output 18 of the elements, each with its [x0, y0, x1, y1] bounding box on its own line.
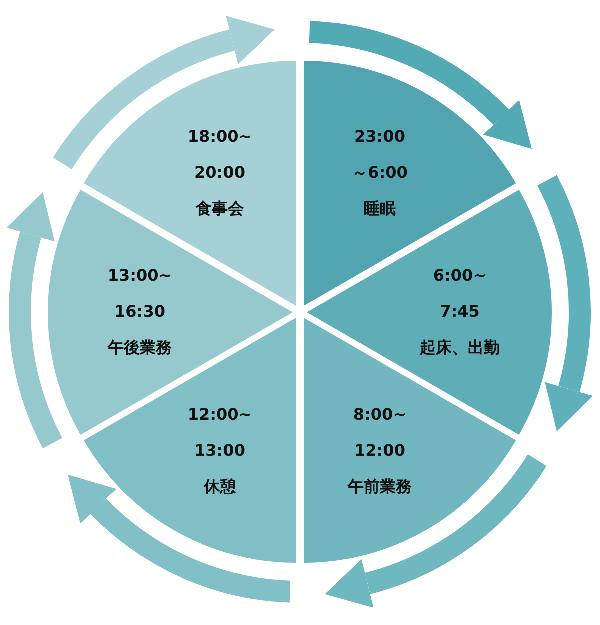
pie-segment	[48, 190, 293, 434]
pie-segment	[307, 190, 552, 434]
time-range-label: 13:00~ 16:30	[108, 265, 172, 323]
activity-label: 睡眠	[363, 198, 397, 220]
activity-label: 午前業務	[346, 476, 413, 498]
time-range-label: 23:00 ～6:00	[352, 126, 408, 184]
time-range-label: 6:00~ 7:45	[433, 265, 487, 323]
pie-segment	[84, 318, 296, 564]
pie-segment	[84, 60, 296, 306]
activity-label: 食事会	[194, 198, 245, 220]
activity-label: 午後業務	[106, 337, 173, 359]
time-range-label: 18:00~ 20:00	[188, 126, 252, 184]
time-range-label: 12:00~ 13:00	[188, 404, 252, 462]
pie-segment	[304, 60, 516, 306]
time-range-label: 8:00~ 12:00	[353, 404, 407, 462]
activity-label: 起床、出勤	[419, 337, 501, 359]
pie-segment	[304, 318, 516, 564]
activity-label: 休憩	[202, 476, 237, 498]
